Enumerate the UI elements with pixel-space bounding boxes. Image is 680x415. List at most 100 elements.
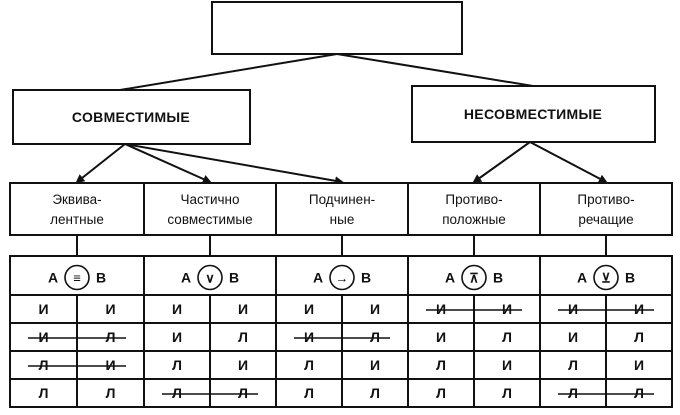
truth-value-a: И: [568, 329, 578, 345]
var-a-label-5: А: [577, 270, 587, 286]
arrow-to-category-5: [529, 141, 608, 183]
truth-value-b: И: [370, 357, 380, 373]
truth-value-b: И: [502, 357, 512, 373]
table-cell-b: [605, 350, 673, 380]
table-cell-a: [407, 294, 475, 324]
table-cell-a: [143, 322, 211, 352]
truth-value-a: Л: [568, 357, 578, 373]
truth-value-a: И: [38, 301, 48, 317]
var-b-label-1: В: [96, 270, 106, 286]
group-box-compatible: [12, 89, 251, 145]
root-box: [211, 1, 463, 55]
truth-value-b: Л: [502, 329, 512, 345]
category-label-line1-2: Частично: [181, 192, 240, 207]
truth-value-b: Л: [106, 329, 116, 345]
connector-root-incompatible: [336, 53, 534, 87]
table-cell-b: [605, 322, 673, 352]
truth-value-b: И: [105, 357, 115, 373]
group-box-incompatible: [411, 85, 656, 143]
truth-value-b: Л: [370, 385, 380, 401]
truth-value-a: И: [304, 329, 314, 345]
truth-value-b: Л: [106, 385, 116, 401]
group-label-compatible: СОВМЕСТИМЫЕ: [72, 109, 190, 125]
arrow-to-category-2: [124, 143, 212, 184]
table-cell-b: [76, 294, 145, 324]
truth-value-a: Л: [39, 385, 49, 401]
var-b-label-3: В: [361, 270, 371, 286]
category-box-5: [539, 182, 673, 236]
truth-value-a: И: [304, 301, 314, 317]
table-cell-a: [407, 378, 475, 408]
group-label-incompatible: НЕСОВМЕСТИМЫЕ: [464, 106, 602, 122]
operator-symbol-1: ≡: [73, 271, 81, 286]
table-cell-b: [605, 378, 673, 408]
truth-value-a: Л: [436, 357, 446, 373]
operator-symbol-2: ∨: [205, 271, 215, 286]
truth-value-b: Л: [370, 329, 380, 345]
truth-value-a: Л: [436, 385, 446, 401]
var-a-label-4: А: [445, 270, 455, 286]
truth-value-b: И: [502, 301, 512, 317]
category-box-3: [275, 182, 409, 236]
table-cell-b: [473, 294, 541, 324]
truth-value-a: Л: [304, 357, 314, 373]
operator-symbol-3: →: [336, 271, 349, 286]
truth-value-a: И: [436, 301, 446, 317]
category-box-1: [9, 182, 145, 236]
table-header-5: [539, 255, 673, 296]
operator-circle-4: [461, 264, 487, 291]
truth-value-a: Л: [172, 357, 182, 373]
truth-value-b: И: [238, 357, 248, 373]
truth-value-a: Л: [568, 385, 578, 401]
truth-value-a: И: [436, 329, 446, 345]
truth-value-b: Л: [238, 329, 248, 345]
table-header-3: [275, 255, 409, 296]
arrow-to-category-4: [472, 141, 531, 184]
table-cell-a: [539, 378, 607, 408]
var-b-label-2: В: [229, 270, 239, 286]
category-label-line2-1: лентные: [50, 212, 104, 227]
table-cell-a: [9, 378, 78, 408]
table-cell-a: [275, 322, 343, 352]
category-label-line1-1: Эквива-: [52, 192, 101, 207]
truth-value-b: И: [634, 301, 644, 317]
truth-value-a: Л: [304, 385, 314, 401]
table-cell-b: [341, 350, 409, 380]
truth-value-a: И: [38, 329, 48, 345]
table-cell-a: [275, 350, 343, 380]
arrow-to-category-1: [75, 143, 126, 184]
var-b-label-5: В: [625, 270, 635, 286]
truth-value-a: И: [172, 329, 182, 345]
connector-root-compatible: [119, 53, 338, 91]
truth-value-b: И: [105, 301, 115, 317]
table-cell-b: [605, 294, 673, 324]
truth-value-a: Л: [39, 357, 49, 373]
truth-value-a: И: [172, 301, 182, 317]
category-label-line1-3: Подчинен-: [309, 192, 375, 207]
category-label-line1-5: Противо-: [577, 192, 634, 207]
table-header-2: [143, 255, 277, 296]
var-a-label-3: А: [313, 270, 323, 286]
category-label-line2-4: положные: [442, 212, 506, 227]
var-a-label-2: А: [181, 270, 191, 286]
truth-value-b: И: [634, 357, 644, 373]
truth-value-b: Л: [634, 329, 644, 345]
table-cell-b: [341, 378, 409, 408]
truth-value-a: Л: [172, 385, 182, 401]
truth-value-a: И: [568, 301, 578, 317]
category-box-2: [143, 182, 277, 236]
var-b-label-4: В: [493, 270, 503, 286]
category-box-4: [407, 182, 541, 236]
operator-circle-1: [64, 264, 90, 291]
arrow-to-category-3: [124, 143, 344, 186]
table-cell-b: [341, 322, 409, 352]
operator-circle-2: [197, 264, 223, 291]
truth-value-b: И: [370, 301, 380, 317]
categories-layer: Эквива-лентные Частично совместимые Подчине…: [9, 182, 673, 236]
category-label-line2-2: совместимые: [167, 212, 252, 227]
truth-value-b: Л: [502, 385, 512, 401]
operator-symbol-5: ⊻: [601, 271, 611, 286]
table-cell-a: [9, 294, 78, 324]
